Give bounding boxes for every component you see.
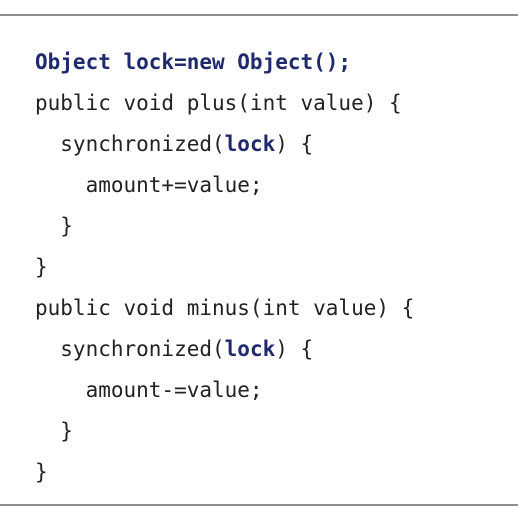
lock-reference: lock [224,132,276,156]
lock-reference: lock [224,337,276,361]
code-line-9: amount-=value; [35,378,263,402]
code-block: Object lock=new Object(); public void pl… [35,42,414,493]
code-line-5: } [35,214,73,238]
code-line-2: public void plus(int value) { [35,91,402,115]
code-line-6: } [35,255,48,279]
code-line-8: synchronized(lock) { [35,329,414,370]
code-line-11: } [35,460,48,484]
synchronized-open-brace: ) { [275,132,314,156]
code-line-10: } [35,419,73,443]
synchronized-keyword: synchronized( [35,337,225,361]
code-line-1: Object lock=new Object(); [35,42,414,83]
code-line-7: public void minus(int value) { [35,296,415,320]
code-listing-box: Object lock=new Object(); public void pl… [0,14,518,506]
synchronized-open-brace: ) { [275,337,314,361]
object-lock-declaration: Object lock=new Object(); [35,50,352,74]
code-line-3: synchronized(lock) { [35,124,414,165]
synchronized-keyword: synchronized( [35,132,225,156]
code-line-4: amount+=value; [35,173,263,197]
